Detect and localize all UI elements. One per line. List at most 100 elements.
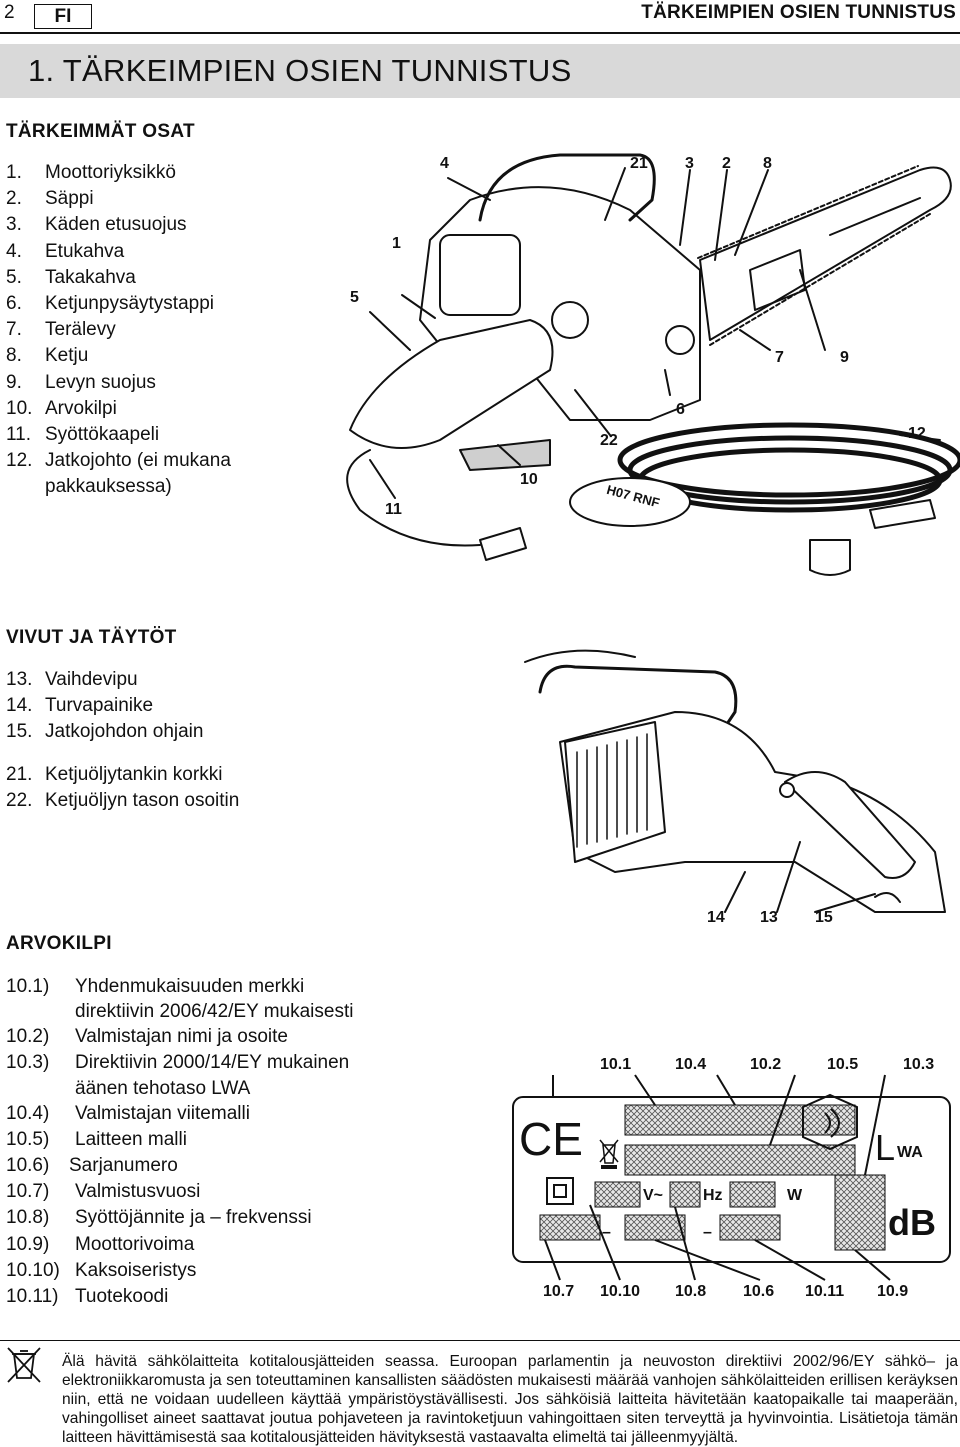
sound-power-icon bbox=[802, 1093, 858, 1151]
rating-plate-small bbox=[459, 439, 551, 471]
lock-button bbox=[779, 782, 795, 798]
label-13: 13 bbox=[760, 909, 778, 926]
list-item-continuation: äänen tehotaso LWA bbox=[75, 1077, 251, 1099]
chain-lower bbox=[709, 213, 931, 346]
list-item: 21.Ketjuöljytankin korkki bbox=[6, 764, 223, 785]
rating-plate-heading: ARVOKILPI bbox=[6, 933, 112, 954]
controls-list-2: 21.Ketjuöljytankin korkki 22.Ketjuöljyn … bbox=[6, 762, 239, 814]
list-item: 10.Arvokilpi bbox=[6, 397, 117, 419]
list-item: 10.11)Tuotekoodi bbox=[6, 1286, 169, 1308]
field-lwa bbox=[834, 1174, 886, 1251]
main-parts-list: 1.Moottoriyksikkö 2.Säppi 3.Käden etusuo… bbox=[6, 160, 231, 501]
label-15: 15 bbox=[815, 909, 833, 926]
label-10-11: 10.11 bbox=[805, 1283, 844, 1300]
chain bbox=[697, 165, 919, 259]
list-item: 1.Moottoriyksikkö bbox=[6, 162, 176, 183]
plate-outline bbox=[512, 1096, 951, 1263]
feed-cable bbox=[346, 449, 481, 547]
lwa-subscript: WA bbox=[897, 1144, 923, 1161]
vent-grid bbox=[576, 733, 648, 848]
label-1: 1 bbox=[392, 235, 401, 252]
list-item: 22.Ketjuöljyn tason osoitin bbox=[6, 790, 240, 812]
list-item: 9.Levyn suojus bbox=[6, 371, 156, 393]
guide-bar bbox=[699, 166, 952, 341]
label-11: 11 bbox=[385, 501, 402, 518]
double-insulation-inner bbox=[553, 1184, 567, 1198]
list-item: 14.Turvapainike bbox=[6, 695, 154, 717]
plate-dash-2: – bbox=[703, 1224, 712, 1241]
label-10-1: 10.1 bbox=[600, 1056, 631, 1073]
list-item: 2.Säppi bbox=[6, 188, 94, 210]
label-10-9: 10.9 bbox=[877, 1283, 908, 1300]
list-item: 7.Terälevy bbox=[6, 319, 116, 341]
list-item: 12.Jatkojohto (ei mukana bbox=[6, 450, 231, 472]
field-serial bbox=[624, 1214, 686, 1241]
front-handle bbox=[478, 153, 656, 222]
chain-tensioner-knob bbox=[551, 301, 589, 339]
rear-handle bbox=[784, 771, 916, 879]
list-item: 13.Vaihdevipu bbox=[6, 669, 138, 690]
label-7: 7 bbox=[775, 349, 784, 366]
list-item: 10.8)Syöttöjännite ja – frekvenssi bbox=[6, 1207, 312, 1229]
label-4: 4 bbox=[440, 155, 449, 172]
rear-handle bbox=[349, 319, 554, 449]
motor-end bbox=[439, 234, 521, 316]
label-10-5: 10.5 bbox=[827, 1056, 858, 1073]
rating-plate-list: 10.1)Yhdenmukaisuuden merkki direktiivin… bbox=[6, 974, 353, 1310]
title-band bbox=[0, 44, 960, 98]
label-22: 22 bbox=[600, 432, 618, 449]
list-item: 10.9)Moottorivoima bbox=[6, 1233, 195, 1255]
list-item: 10.5)Laitteen malli bbox=[6, 1128, 187, 1150]
voltage-unit: V~ bbox=[643, 1187, 663, 1204]
list-item: 6.Ketjunpysäytystappi bbox=[6, 293, 214, 315]
guide-bar-edge bbox=[524, 649, 636, 663]
controls-heading: VIVUT JA TÄYTÖT bbox=[6, 627, 177, 648]
field-power bbox=[729, 1181, 776, 1208]
list-item: 10.2)Valmistajan nimi ja osoite bbox=[6, 1026, 288, 1048]
list-item: 3.Käden etusuojus bbox=[6, 214, 187, 236]
cable-tag bbox=[569, 477, 691, 527]
frequency-unit: Hz bbox=[703, 1187, 723, 1204]
list-item: 10.7)Valmistusvuosi bbox=[6, 1181, 201, 1203]
footer-divider bbox=[0, 1340, 960, 1341]
label-10-4: 10.4 bbox=[675, 1056, 706, 1073]
label-2: 2 bbox=[722, 155, 731, 172]
main-parts-heading: TÄRKEIMMÄT OSAT bbox=[6, 121, 195, 142]
list-item: 15.Jatkojohdon ohjain bbox=[6, 721, 204, 743]
list-item: 4.Etukahva bbox=[6, 240, 125, 262]
page-title: 1. TÄRKEIMPIEN OSIEN TUNNISTUS bbox=[28, 53, 572, 88]
label-10-2: 10.2 bbox=[750, 1056, 781, 1073]
weee-bin-icon bbox=[7, 1347, 41, 1383]
rear-view-diagram: 14 13 15 bbox=[524, 649, 946, 926]
front-handle bbox=[538, 664, 738, 744]
sound-waves-icon bbox=[824, 1108, 840, 1138]
field-year bbox=[539, 1214, 601, 1241]
header-divider bbox=[0, 32, 960, 34]
field-manufacturer bbox=[624, 1104, 856, 1136]
label-9: 9 bbox=[840, 349, 849, 366]
list-item: 10.6)Sarjanumero bbox=[6, 1155, 178, 1177]
double-insulation-outer bbox=[546, 1177, 574, 1205]
list-item: 10.4)Valmistajan viitemalli bbox=[6, 1102, 250, 1124]
ce-mark: CE bbox=[519, 1113, 583, 1165]
label-10-7: 10.7 bbox=[543, 1283, 574, 1300]
list-item: 8.Ketju bbox=[6, 345, 89, 367]
label-5: 5 bbox=[350, 289, 359, 306]
plug-left bbox=[479, 527, 527, 561]
label-14: 14 bbox=[707, 909, 725, 926]
list-item: 10.10)Kaksoiseristys bbox=[6, 1259, 197, 1281]
db-symbol: dB bbox=[888, 1202, 936, 1243]
label-12: 12 bbox=[908, 425, 926, 442]
label-8: 8 bbox=[763, 155, 772, 172]
page-number: 2 bbox=[4, 2, 15, 23]
field-voltage bbox=[594, 1181, 641, 1208]
chainsaw-diagram: 4 21 3 2 8 1 5 7 9 6 12 22 10 11 H07 RNF bbox=[346, 153, 960, 576]
list-item: 10.3)Direktiivin 2000/14/EY mukainen bbox=[6, 1052, 350, 1074]
list-item: 5.Takakahva bbox=[6, 266, 136, 288]
motor-end-cap bbox=[564, 721, 666, 863]
bar-slot-line bbox=[829, 197, 921, 236]
language-badge: FI bbox=[34, 4, 92, 29]
list-item-continuation: pakkauksessa) bbox=[45, 476, 172, 498]
list-item-continuation: direktiivin 2006/42/EY mukaisesti bbox=[75, 1001, 354, 1023]
label-10-10: 10.10 bbox=[600, 1283, 640, 1300]
